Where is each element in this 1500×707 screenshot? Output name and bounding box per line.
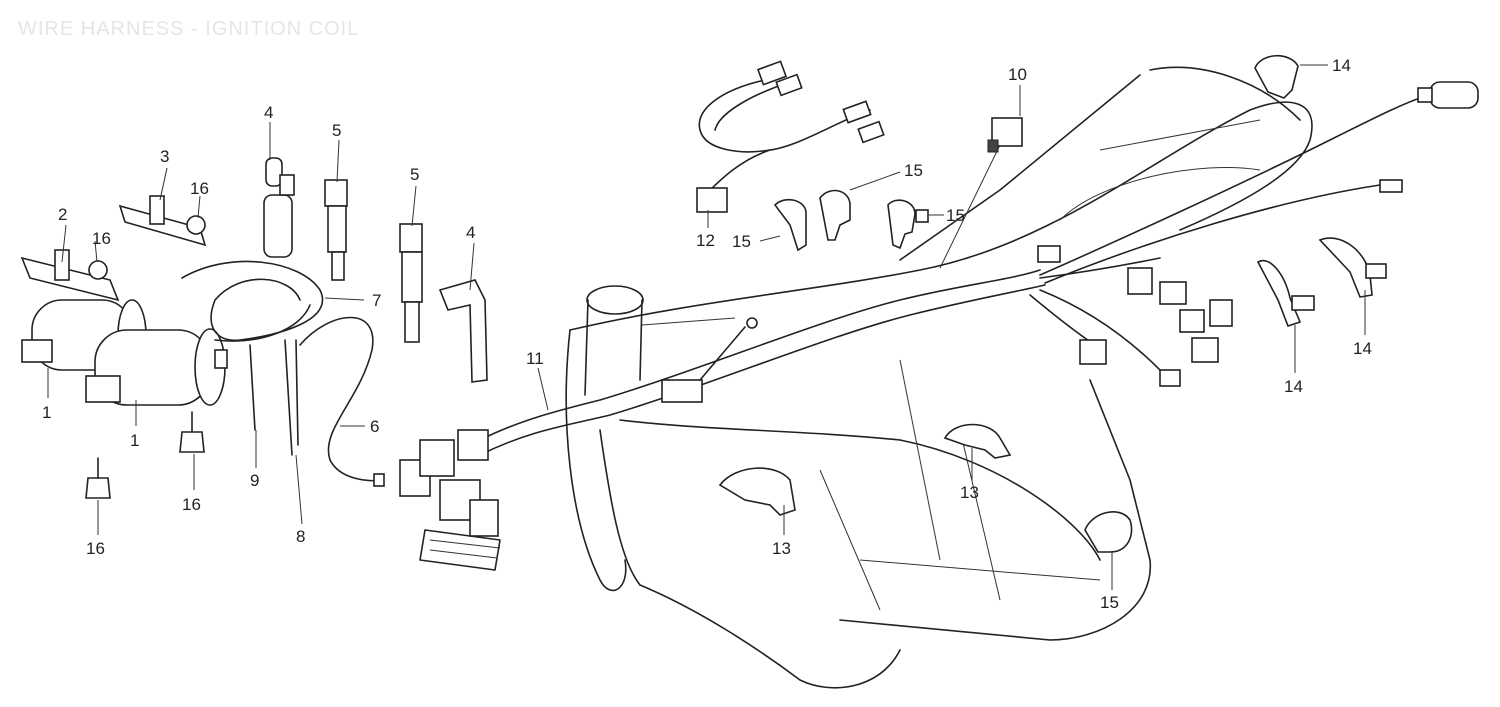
callout-4b: 4 (466, 223, 475, 242)
wire-harness (399, 81, 1479, 571)
callout-13b: 13 (960, 483, 979, 502)
callout-4a: 4 (264, 103, 273, 122)
callout-1a: 1 (42, 403, 51, 422)
diagram-title: WIRE HARNESS - IGNITION COIL (18, 18, 360, 40)
callout-6: 6 (370, 417, 379, 436)
sub-harness (696, 60, 1023, 213)
callout-2: 2 (58, 205, 67, 224)
callout-14a: 14 (1332, 56, 1351, 75)
callout-16a: 16 (86, 539, 105, 558)
callout-10: 10 (1008, 65, 1027, 84)
callout-1b: 1 (130, 431, 139, 450)
bolts (85, 215, 206, 499)
callout-15b: 15 (946, 206, 965, 225)
callout-9: 9 (250, 471, 259, 490)
callout-3: 3 (160, 147, 169, 166)
callout-13a: 13 (772, 539, 791, 558)
clamps (718, 54, 1387, 553)
callout-11: 11 (526, 349, 544, 368)
callout-7: 7 (372, 291, 381, 310)
callout-14c: 14 (1284, 377, 1303, 396)
callout-16d: 16 (190, 179, 209, 198)
callout-12: 12 (696, 231, 715, 250)
callout-8: 8 (296, 527, 305, 546)
callout-16b: 16 (182, 495, 201, 514)
ignition-coils (20, 195, 228, 406)
frame (565, 66, 1313, 689)
callout-5a: 5 (332, 121, 341, 140)
spark-plug-caps (181, 157, 488, 487)
callout-16c: 16 (92, 229, 111, 248)
callout-labels: 1 1 2 3 4 4 5 5 6 7 8 9 10 11 12 13 13 1… (42, 56, 1372, 612)
callout-15d: 15 (1100, 593, 1119, 612)
callout-14b: 14 (1353, 339, 1372, 358)
callout-15c: 15 (732, 232, 751, 251)
callout-5b: 5 (410, 165, 419, 184)
leader-lines (47, 64, 1366, 590)
callout-15a: 15 (904, 161, 923, 180)
